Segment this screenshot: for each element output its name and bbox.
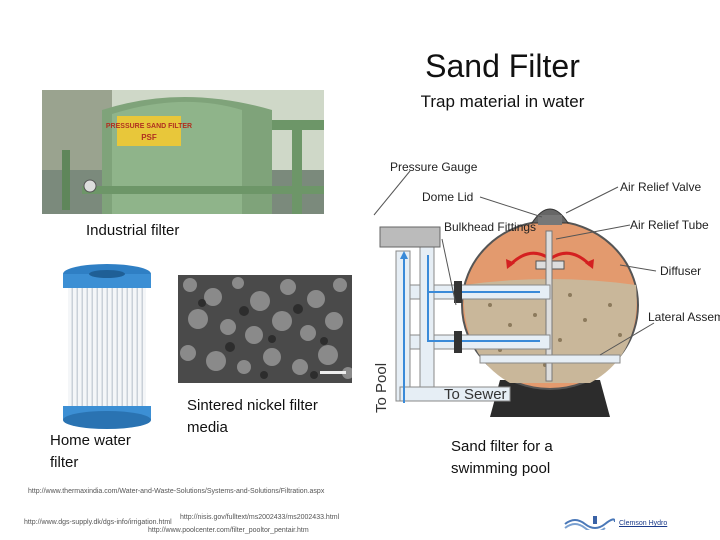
tank-label: PRESSURE SAND FILTER [106, 123, 192, 130]
home-filter-photo [58, 262, 156, 430]
wave-logo-icon [564, 516, 616, 533]
label-air-relief-tube: Air Relief Tube [630, 218, 709, 232]
label-to-pool: To Pool [373, 363, 390, 413]
pool-sand-filter-diagram: Pressure Gauge Dome Lid Air Relief Valve… [360, 155, 720, 425]
source-url-2[interactable]: http://www.dgs-supply.dk/dgs-info/irriga… [24, 519, 172, 526]
svg-text:PSF: PSF [141, 133, 157, 142]
label-dome-lid: Dome Lid [422, 190, 473, 204]
label-diffuser: Diffuser [660, 264, 701, 278]
clemson-hydro-link[interactable]: Clemson Hydro [619, 520, 668, 527]
label-bulkhead-fittings: Bulkhead Fittings [444, 220, 536, 234]
source-url-3[interactable]: http://nisis.gov/fulltext/ms2002433/ms20… [180, 514, 340, 521]
label-lateral-assembly: Lateral Assembly [648, 310, 720, 324]
industrial-filter-photo: PRESSURE SAND FILTER PSF [42, 90, 324, 214]
slide-subtitle: Trap material in water [420, 92, 585, 111]
sintered-nickel-photo [178, 275, 352, 383]
caption-sintered-nickel: Sintered nickel filter media [187, 397, 318, 436]
source-url-1[interactable]: http://www.thermaxindia.com/Water-and-Wa… [28, 488, 325, 495]
caption-industrial-filter: Industrial filter [86, 222, 180, 239]
label-to-sewer: To Sewer [444, 386, 507, 403]
label-pressure-gauge: Pressure Gauge [390, 160, 478, 174]
clemson-hydro-logo [563, 514, 616, 533]
slide-title: Sand Filter [425, 48, 580, 84]
source-url-4[interactable]: http://www.poolcenter.com/filter_pooltor… [148, 527, 309, 534]
caption-pool-filter: Sand filter for a swimming pool [451, 438, 553, 477]
label-air-relief-valve: Air Relief Valve [620, 180, 701, 194]
caption-home-filter: Home water filter [50, 432, 131, 471]
